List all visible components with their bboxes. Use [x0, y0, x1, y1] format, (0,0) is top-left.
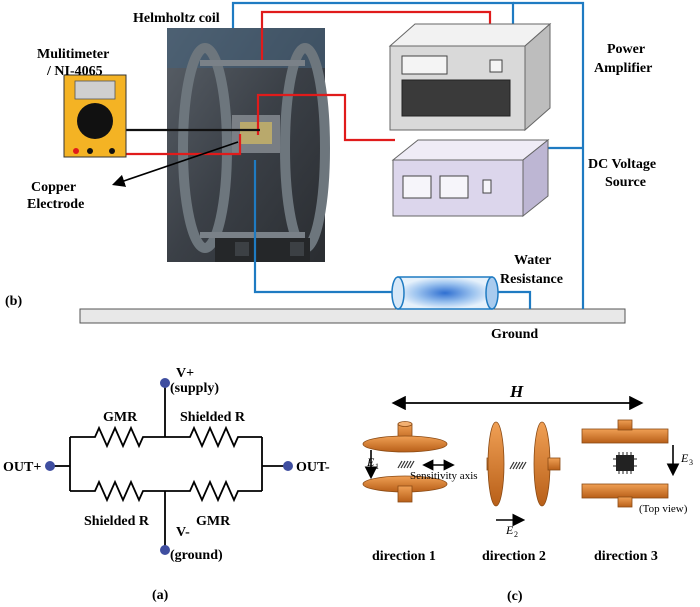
dc-voltage-source — [391, 138, 550, 218]
field-label: H — [509, 382, 524, 401]
dc-source-label-2: Source — [605, 175, 646, 190]
direction3-label: direction 3 — [594, 549, 658, 564]
out-plus-terminal — [45, 461, 55, 471]
water-resistance — [391, 276, 499, 310]
multimeter — [63, 74, 127, 158]
multimeter-label-2: / NI-4065 — [46, 64, 103, 79]
bridge-panel — [54, 387, 284, 547]
direction2-electrodes — [486, 421, 561, 527]
bridge-labels: V+ (supply) V- (ground) GMR Shielded R S… — [3, 366, 330, 603]
panel-b-label: (b) — [5, 294, 22, 309]
panel-c-label: (c) — [507, 589, 523, 604]
e3-label: E — [680, 451, 689, 465]
shielded-top-right-label: Shielded R — [180, 410, 246, 425]
out-minus-terminal — [283, 461, 293, 471]
panel-a-label: (a) — [152, 588, 169, 603]
sensitivity-axis-label: Sensitivity axis — [410, 470, 478, 482]
ground-node-label: (ground) — [170, 548, 223, 563]
supply-terminal — [160, 378, 170, 388]
e3-subscript: 3 — [689, 458, 693, 467]
power-amplifier — [388, 22, 552, 132]
ground-plate — [79, 308, 626, 324]
direction3-electrodes — [581, 419, 680, 508]
ground-label: Ground — [491, 327, 538, 342]
ground-terminal — [160, 545, 170, 555]
power-amplifier-label-1: Power — [607, 42, 645, 57]
direction2-label: direction 2 — [482, 549, 546, 564]
out-minus-label: OUT- — [296, 460, 330, 475]
dc-source-label-1: DC Voltage — [588, 157, 656, 172]
multimeter-label-1: Mulitimeter — [37, 47, 109, 62]
gmr-bottom-right-label: GMR — [196, 514, 231, 529]
supply-label: (supply) — [170, 381, 219, 396]
e2-subscript: 2 — [514, 530, 518, 539]
e1-label: E — [366, 455, 375, 469]
setup-panel: Helmholtz coil Mulitimeter / NI-4065 Pow… — [5, 1, 656, 342]
e1-subscript: 1 — [375, 462, 379, 471]
shielded-bottom-left-label: Shielded R — [84, 514, 150, 529]
power-amplifier-label-2: Amplifier — [594, 61, 652, 76]
out-plus-label: OUT+ — [3, 460, 41, 475]
top-view-label: (Top view) — [639, 503, 688, 515]
helmholtz-coil-photo — [167, 28, 330, 262]
direction1-electrodes — [362, 421, 455, 503]
direction1-label: direction 1 — [372, 549, 436, 564]
copper-electrode-arrow — [111, 141, 239, 187]
e2-label: E — [505, 523, 514, 537]
bridge-terminals — [45, 378, 293, 555]
gmr-chip-icon — [616, 455, 634, 471]
v-plus-label: V+ — [176, 366, 194, 381]
gmr-top-left-label: GMR — [103, 410, 138, 425]
copper-electrode-label-1: Copper — [31, 180, 76, 195]
v-minus-label: V- — [176, 525, 190, 540]
copper-electrode-label-2: Electrode — [27, 197, 84, 212]
directions-panel: H E 1 Sensitivity axis — [362, 382, 693, 604]
water-resistance-label-2: Resistance — [500, 272, 563, 287]
water-resistance-label-1: Water — [514, 253, 551, 268]
helmholtz-coil-label: Helmholtz coil — [133, 11, 220, 26]
